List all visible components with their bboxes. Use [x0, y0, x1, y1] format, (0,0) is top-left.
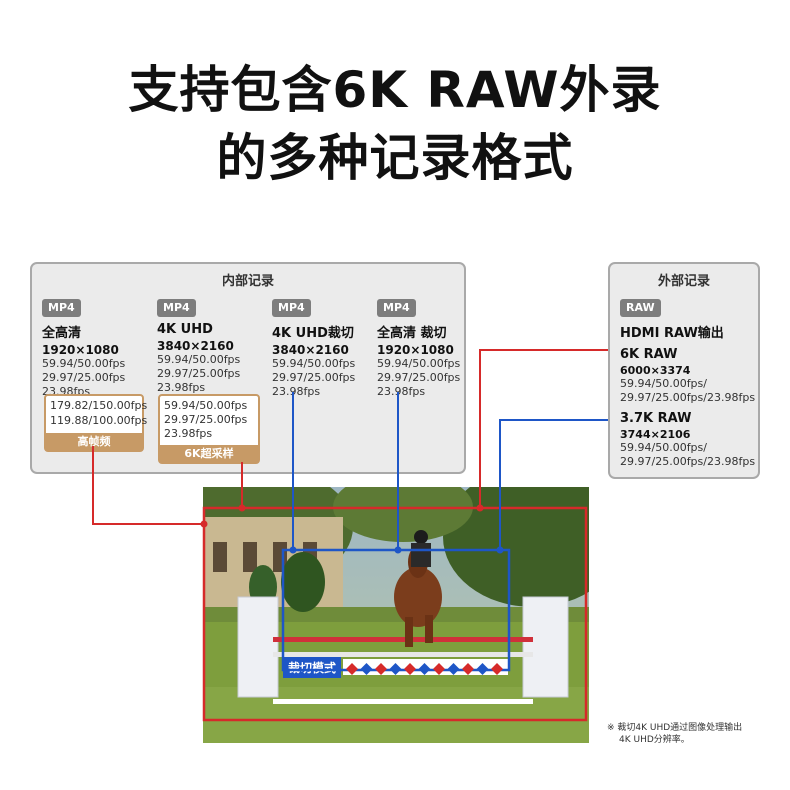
footnote-line-2: 4K UHD分辨率。 — [619, 735, 690, 745]
fps-line: 59.94/50.00fps/ — [620, 441, 707, 454]
format-6k-raw: 6K RAW — [620, 347, 678, 362]
format-name: 全高清 — [42, 326, 82, 341]
format-resolution: 1920×1080 — [377, 343, 454, 357]
crop-mode-label: 裁切模式 — [283, 657, 342, 678]
external-recording-panel: 外部记录 RAW HDMI RAW输出 6K RAW 6000×3374 59.… — [608, 262, 760, 479]
format-resolution: 1920×1080 — [42, 343, 119, 357]
internal-recording-title: 内部记录 — [221, 274, 274, 289]
fps-line: 29.97/25.00fps/23.98fps — [620, 391, 756, 404]
fps-line: 23.98fps — [157, 381, 206, 394]
fps-line: 59.94/50.00fps — [42, 357, 126, 370]
headline-line-1: 支持包含6K RAW外录 — [128, 61, 662, 119]
raw-badge: RAW — [620, 299, 661, 317]
mp4-badge: MP4 — [42, 299, 81, 317]
high-frame-rate-tag: 高帧频 — [46, 433, 142, 450]
headline-line-2: 的多种记录格式 — [216, 129, 574, 187]
format-name: HDMI RAW输出 — [620, 326, 724, 341]
fps-line: 59.94/50.00fps — [272, 357, 356, 370]
fps-line: 29.97/25.00fps — [157, 367, 241, 380]
high-frame-rate-box: 179.82/150.00fps 119.88/100.00fps 高帧频 — [44, 394, 148, 452]
format-fullhd-crop: MP4 全高清 裁切 1920×1080 59.94/50.00fps 29.9… — [377, 296, 460, 399]
fps-line: 23.98fps — [164, 427, 213, 440]
connector-6k-raw — [479, 349, 608, 508]
fps-line: 29.97/25.00fps — [164, 413, 248, 426]
fps-line: 59.94/50.00fps — [164, 399, 248, 412]
oversampling-tag: 6K超采样 — [160, 445, 258, 462]
format-name: 4K UHD裁切 — [272, 326, 354, 341]
footnote-line-1: ※ 裁切4K UHD通过图像处理输出 — [607, 723, 743, 733]
oversampling-box: 59.94/50.00fps 29.97/25.00fps 23.98fps 6… — [158, 394, 260, 464]
horse-jumping-illustration — [203, 487, 589, 743]
sample-photo — [203, 487, 589, 743]
fps-line: 29.97/25.00fps — [377, 371, 461, 384]
fps-line: 29.97/25.00fps — [42, 371, 126, 384]
format-4k-uhd: MP4 4K UHD 3840×2160 59.94/50.00fps 29.9… — [157, 296, 240, 395]
internal-recording-panel: 内部记录 MP4 全高清 1920×1080 59.94/50.00fps 29… — [30, 262, 466, 474]
fps-line: 23.98fps — [272, 385, 321, 398]
footnote: ※ 裁切4K UHD通过图像处理输出 4K UHD分辨率。 — [607, 722, 742, 746]
fps-line: 59.94/50.00fps — [157, 353, 241, 366]
fps-line: 119.88/100.00fps — [50, 414, 148, 427]
format-name: 4K UHD — [157, 322, 213, 337]
format-4k-uhd-crop: MP4 4K UHD裁切 3840×2160 59.94/50.00fps 29… — [272, 296, 355, 399]
format-resolution: 3840×2160 — [157, 339, 234, 353]
mp4-badge: MP4 — [157, 299, 196, 317]
fps-line: 23.98fps — [377, 385, 426, 398]
fps-line: 29.97/25.00fps — [272, 371, 356, 384]
format-name: 全高清 裁切 — [377, 326, 447, 341]
format-fullhd: MP4 全高清 1920×1080 59.94/50.00fps 29.97/2… — [42, 296, 125, 399]
external-recording-title: 外部记录 — [657, 274, 710, 289]
mp4-badge: MP4 — [272, 299, 311, 317]
format-3-7k-raw: 3.7K RAW — [620, 411, 692, 426]
fps-line: 59.94/50.00fps/ — [620, 377, 707, 390]
format-resolution: 6000×3374 — [620, 364, 691, 377]
fps-line: 29.97/25.00fps/23.98fps — [620, 455, 756, 468]
format-resolution: 3744×2106 — [620, 428, 691, 441]
mp4-badge: MP4 — [377, 299, 416, 317]
fps-line: 59.94/50.00fps — [377, 357, 461, 370]
hdmi-raw-output: RAW HDMI RAW输出 6K RAW 6000×3374 59.94/50… — [620, 296, 755, 469]
format-resolution: 3840×2160 — [272, 343, 349, 357]
fps-line: 179.82/150.00fps — [50, 399, 148, 412]
